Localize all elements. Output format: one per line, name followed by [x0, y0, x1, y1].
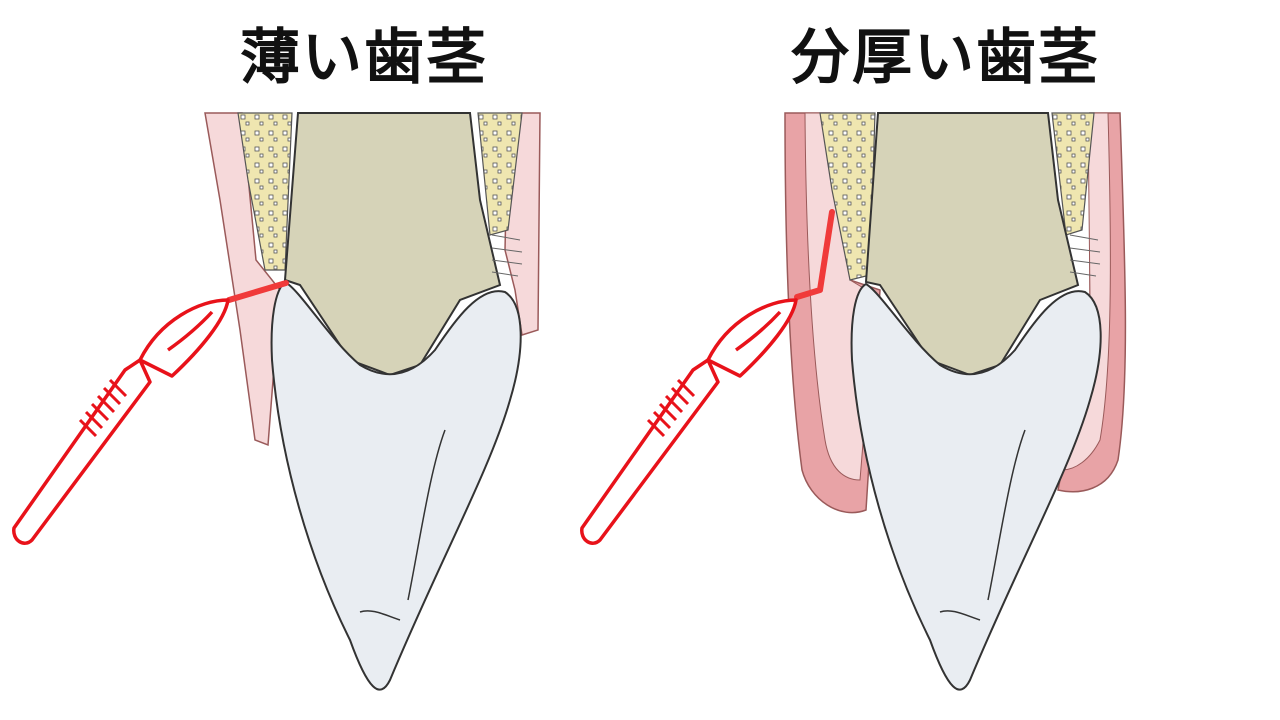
thin-gum-scalpel-blade-edge: [166, 310, 214, 352]
thick-gum-scalpel-blade-edge: [734, 310, 782, 352]
thin-gum-title: 薄い歯茎: [240, 23, 488, 93]
thick-gum-incision-line: [794, 209, 835, 300]
thick-gum-bone-right: [1051, 112, 1095, 236]
thin-gum-bone-left: [237, 112, 293, 271]
thin-gum-ligament: [491, 234, 523, 277]
thin-gum-scalpel: [12, 298, 230, 545]
thick-gum-ligament: [1069, 234, 1101, 277]
thick-gum-scalpel-handle: [580, 358, 720, 545]
thin-gum-scalpel-grip: [78, 378, 128, 438]
thick-gum-bone-left: [819, 112, 876, 281]
thick-gum-tissue-right-inner: [1061, 112, 1111, 471]
thick-gum-tooth-crown: [850, 282, 1102, 691]
thick-gum-scalpel-grip: [646, 378, 696, 438]
thick-gum-title: 分厚い歯茎: [790, 23, 1100, 93]
thin-gum-panel: [12, 112, 541, 691]
thin-gum-incision-line: [226, 280, 289, 303]
thick-gum-crown-detail: [939, 429, 1026, 621]
thin-gum-crown-detail: [359, 429, 446, 621]
thin-gum-tooth-crown: [270, 280, 522, 691]
thin-gum-bone-right: [477, 112, 523, 236]
thick-gum-scalpel: [580, 298, 798, 545]
thick-gum-panel: [580, 112, 1127, 691]
thin-gum-scalpel-handle: [12, 358, 152, 545]
